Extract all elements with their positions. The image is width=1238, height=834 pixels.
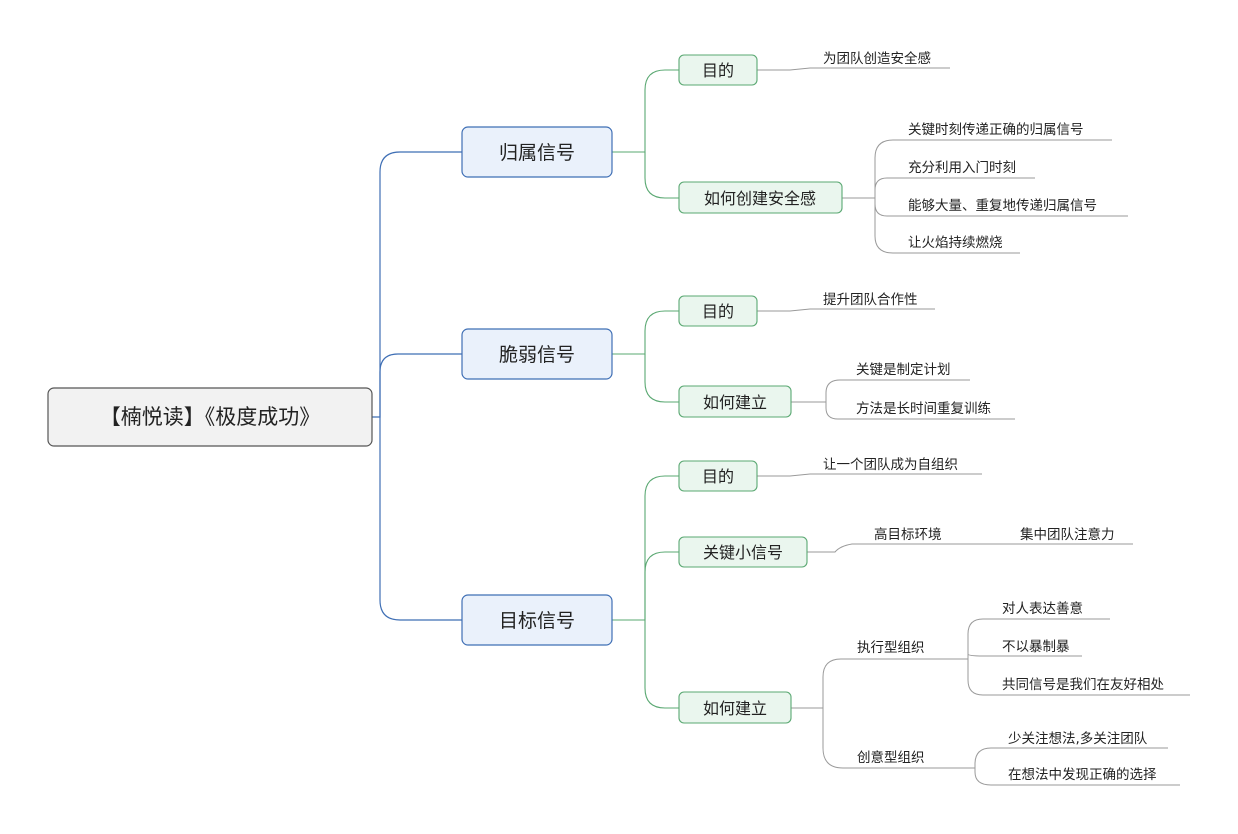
child-label: 如何建立 <box>703 393 767 412</box>
root-connectors <box>372 151 462 621</box>
child-node[interactable]: 目的 <box>678 295 758 327</box>
child-label: 目的 <box>702 302 734 321</box>
subtopic-text[interactable]: 执行型组织 <box>857 640 925 656</box>
leaf-text[interactable]: 关键时刻传递正确的归属信号 <box>908 121 1084 138</box>
branch-label: 目标信号 <box>499 610 575 632</box>
leaf-text[interactable]: 让火焰持续燃烧 <box>908 234 1003 251</box>
child-label: 目的 <box>702 467 734 486</box>
leaf-text[interactable]: 共同信号是我们在友好相处 <box>1002 677 1164 693</box>
branch-connectors <box>612 69 679 709</box>
child-label: 关键小信号 <box>703 543 783 562</box>
child-label: 如何建立 <box>703 699 767 718</box>
child-label: 如何创建安全感 <box>704 189 816 208</box>
subtopic-text[interactable]: 高目标环境 <box>874 526 942 543</box>
leaf-text[interactable]: 充分利用入门时刻 <box>908 160 1016 176</box>
leaf-text[interactable]: 能够大量、重复地传递归属信号 <box>908 197 1097 214</box>
child-node[interactable]: 如何建立 <box>678 385 792 418</box>
child-node[interactable]: 目的 <box>678 460 758 492</box>
branch-label: 脆弱信号 <box>499 344 575 366</box>
branch-label: 归属信号 <box>499 142 575 164</box>
branch-node-belonging[interactable]: 归属信号 <box>461 126 613 178</box>
leaf-text[interactable]: 方法是长时间重复训练 <box>856 400 991 417</box>
root-label: 【楠悦读】《极度成功》 <box>100 405 321 429</box>
root-node[interactable]: 【楠悦读】《极度成功》 <box>47 387 373 447</box>
leaf-text[interactable]: 为团队创造安全感 <box>823 50 931 67</box>
leaf-text[interactable]: 关键是制定计划 <box>856 362 951 378</box>
branch-node-vulnerability[interactable]: 脆弱信号 <box>461 328 613 380</box>
leaf-text[interactable]: 在想法中发现正确的选择 <box>1008 767 1157 783</box>
child-node[interactable]: 如何创建安全感 <box>678 181 843 214</box>
leaf-text[interactable]: 不以暴制暴 <box>1002 639 1070 655</box>
child-node[interactable]: 如何建立 <box>678 691 792 724</box>
child-node[interactable]: 目的 <box>678 54 758 86</box>
branch-node-purpose[interactable]: 目标信号 <box>461 594 613 646</box>
leaf-connectors <box>757 67 1190 786</box>
child-label: 目的 <box>702 61 734 80</box>
leaf-text[interactable]: 少关注想法,多关注团队 <box>1008 730 1148 747</box>
leaf-text[interactable]: 让一个团队成为自组织 <box>823 457 958 473</box>
leaf-text[interactable]: 对人表达善意 <box>1002 600 1083 617</box>
subtopic-text[interactable]: 创意型组织 <box>857 749 925 766</box>
leaf-text[interactable]: 集中团队注意力 <box>1020 526 1115 543</box>
child-node[interactable]: 关键小信号 <box>678 536 808 568</box>
leaf-text[interactable]: 提升团队合作性 <box>823 292 918 308</box>
